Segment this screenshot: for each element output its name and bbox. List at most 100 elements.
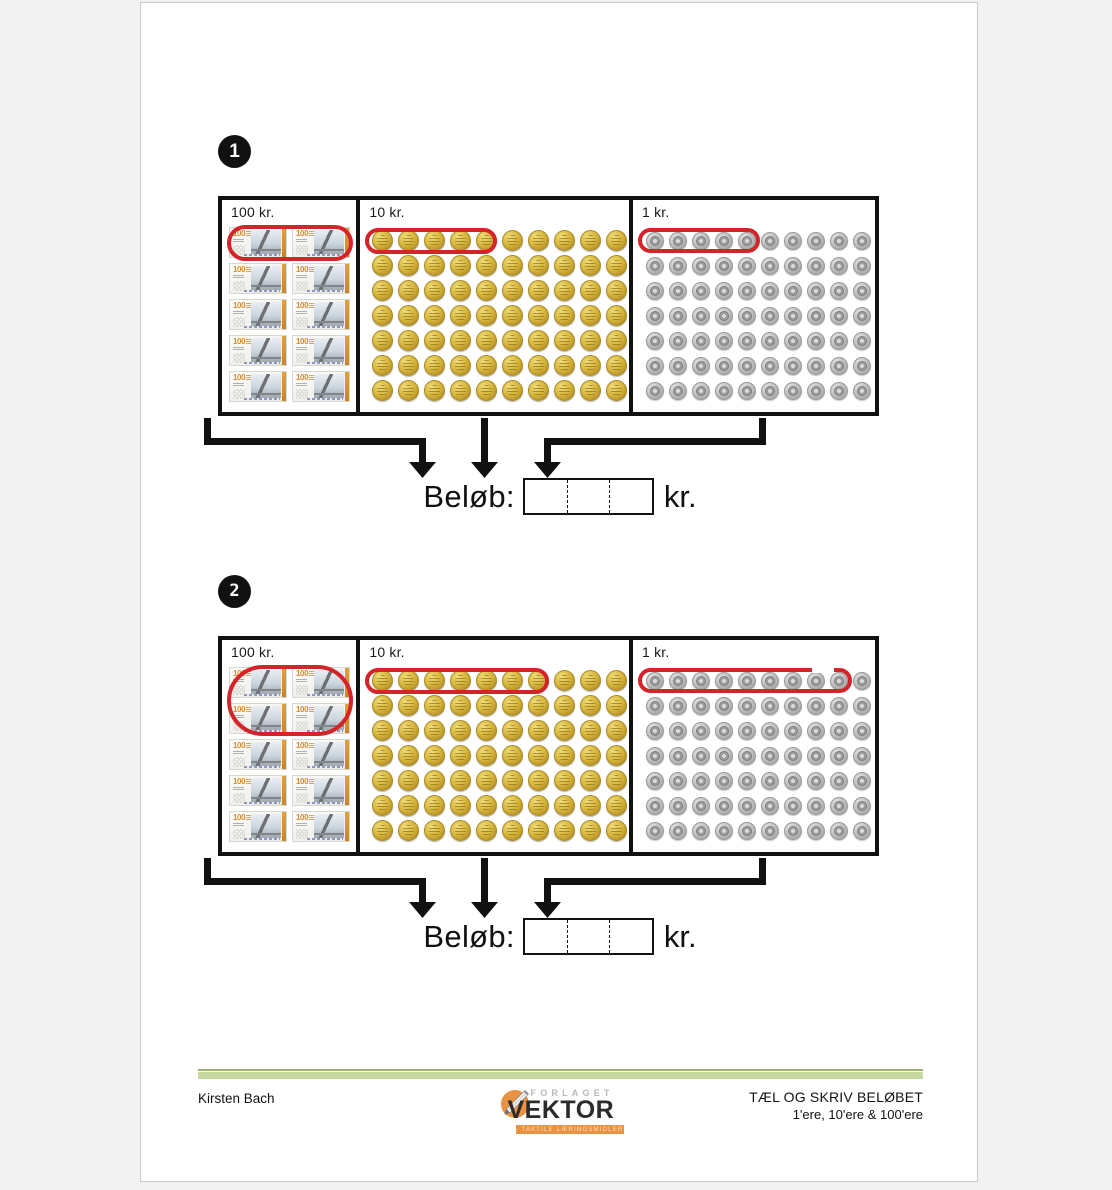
gold-coin	[475, 795, 497, 816]
silver-coin	[806, 306, 825, 325]
gold-coin	[423, 795, 445, 816]
gold-coin	[397, 770, 419, 791]
silver-coin	[760, 281, 779, 300]
footer-author: Kirsten Bach	[198, 1091, 275, 1106]
silver-coin	[691, 331, 710, 350]
silver-coin	[760, 356, 779, 375]
silver-coin	[737, 306, 756, 325]
gold-coin	[371, 330, 393, 351]
vektor-logo: FORLAGET VEKTOR - TAKTILE LÆRINGSMIDLER	[495, 1087, 627, 1137]
silver-coin	[645, 256, 664, 275]
silver-coin	[668, 721, 687, 740]
gold-coin	[371, 820, 393, 841]
silver-coin	[714, 281, 733, 300]
answer-input-box[interactable]	[522, 918, 654, 955]
gold-coin	[501, 305, 523, 326]
silver-coin	[714, 821, 733, 840]
silver-coin	[714, 306, 733, 325]
silver-coin	[645, 231, 664, 250]
answer-label: Beløb:	[423, 478, 515, 514]
gold-coin	[423, 770, 445, 791]
gold-coin	[527, 670, 549, 691]
answer-unit: kr.	[663, 478, 697, 514]
silver-coin	[645, 796, 664, 815]
silver-coin	[691, 356, 710, 375]
silver-coin	[852, 381, 871, 400]
gold-coin	[397, 745, 419, 766]
gold-coin	[371, 305, 393, 326]
gold-coin	[605, 670, 627, 691]
footer-rule-thick	[198, 1072, 923, 1079]
silver-coin	[806, 771, 825, 790]
gold-coin	[527, 695, 549, 716]
silver-coin	[737, 721, 756, 740]
gold-coin	[475, 820, 497, 841]
silver-coin	[760, 331, 779, 350]
silver-coin	[829, 696, 848, 715]
silver-coin	[737, 381, 756, 400]
silver-coin	[760, 671, 779, 690]
silver-coin	[829, 331, 848, 350]
silver-coin	[668, 796, 687, 815]
silver-coin	[806, 381, 825, 400]
panel-label-100kr: 100 kr.	[231, 644, 275, 660]
panel-label-1kr: 1 kr.	[642, 204, 670, 220]
banknote: 100	[292, 371, 350, 402]
gold-coin	[579, 280, 601, 301]
gold-coin	[501, 720, 523, 741]
gold-coin	[553, 255, 575, 276]
answer-cell-hundreds[interactable]	[525, 480, 567, 513]
gold-coin	[423, 330, 445, 351]
coin-grid-10kr	[369, 668, 629, 843]
silver-coin	[783, 356, 802, 375]
answer-cell-tens[interactable]	[566, 480, 610, 513]
silver-coin	[691, 721, 710, 740]
answer-input-box[interactable]	[522, 478, 654, 515]
answer-cell-hundreds[interactable]	[525, 920, 567, 953]
silver-coin	[806, 231, 825, 250]
gold-coin	[423, 230, 445, 251]
gold-coin	[527, 720, 549, 741]
silver-coin	[668, 306, 687, 325]
gold-coin	[605, 230, 627, 251]
panel-1kr: 1 kr.	[633, 640, 875, 852]
gold-coin	[527, 230, 549, 251]
gold-coin	[449, 745, 471, 766]
silver-coin	[783, 746, 802, 765]
silver-coin	[645, 331, 664, 350]
answer-cell-tens[interactable]	[566, 920, 610, 953]
silver-coin	[783, 671, 802, 690]
gold-coin	[397, 280, 419, 301]
silver-coin	[645, 381, 664, 400]
silver-coin	[852, 696, 871, 715]
gold-coin	[527, 330, 549, 351]
gold-coin	[553, 745, 575, 766]
silver-coin	[668, 381, 687, 400]
silver-coin	[714, 771, 733, 790]
silver-coin	[714, 381, 733, 400]
silver-coin	[806, 746, 825, 765]
silver-coin	[668, 281, 687, 300]
silver-coin	[668, 671, 687, 690]
gold-coin	[579, 355, 601, 376]
silver-coin	[829, 796, 848, 815]
silver-coin	[645, 821, 664, 840]
silver-coin	[760, 231, 779, 250]
silver-coin	[645, 671, 664, 690]
silver-coin	[760, 696, 779, 715]
silver-coin	[645, 771, 664, 790]
gold-coin	[371, 355, 393, 376]
panel-10kr: 10 kr.	[360, 200, 629, 412]
gold-coin	[501, 355, 523, 376]
gold-coin	[527, 255, 549, 276]
footer-title: TÆL OG SKRIV BELØBET	[749, 1089, 923, 1105]
silver-coin	[645, 356, 664, 375]
panel-label-10kr: 10 kr.	[369, 204, 405, 220]
gold-coin	[449, 695, 471, 716]
answer-cell-ones[interactable]	[609, 920, 652, 953]
answer-cell-ones[interactable]	[609, 480, 652, 513]
